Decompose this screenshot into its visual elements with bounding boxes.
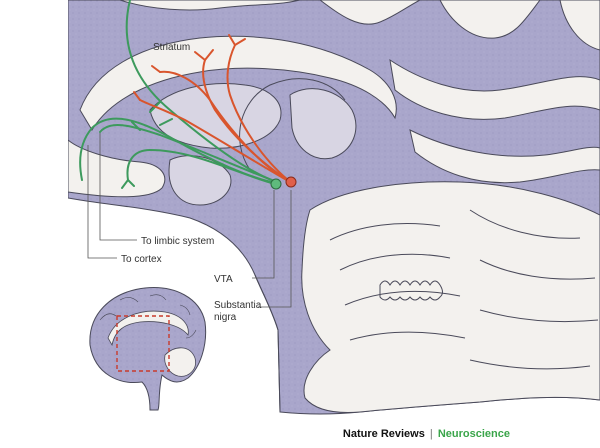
cerebellum <box>301 181 600 413</box>
journal-credit: Nature Reviews | Neuroscience <box>343 428 510 440</box>
hypothalamus-outline <box>168 155 232 206</box>
inset-cerebellum <box>164 347 196 377</box>
striatum-label: Striatum <box>153 42 190 53</box>
basal-forebrain <box>68 139 166 198</box>
journal-name: Neuroscience <box>437 428 510 440</box>
fornix-arc <box>239 78 346 171</box>
cortical-folds <box>119 0 600 184</box>
vta-label: VTA <box>214 274 233 285</box>
publisher-name: Nature Reviews <box>342 428 425 440</box>
inset-region-box <box>116 315 170 372</box>
substantia-nigra-neuron <box>285 176 297 188</box>
brain-section <box>68 0 600 415</box>
dentate-nucleus <box>379 280 443 301</box>
inset-brain-thumbnail <box>89 287 207 411</box>
inset-corpus-callosum <box>107 310 189 347</box>
vta-neuron <box>270 178 282 190</box>
inset-folds <box>99 294 197 339</box>
substantia-nigra-label-line1: Substantia <box>214 300 262 311</box>
nigrostriatal-pathway <box>133 34 291 183</box>
credit-separator: | <box>429 428 433 440</box>
corpus-callosum <box>79 35 397 131</box>
brainstem <box>254 274 281 413</box>
inset-brain-outline <box>89 287 207 411</box>
substantia-nigra-label-line2: nigra <box>214 312 237 323</box>
thalamus <box>289 88 357 160</box>
leader-lines <box>87 133 292 308</box>
to-limbic-system-label: To limbic system <box>141 236 214 247</box>
to-cortex-label: To cortex <box>121 254 162 265</box>
mesolimbic-mesocortical-pathway <box>79 0 277 189</box>
